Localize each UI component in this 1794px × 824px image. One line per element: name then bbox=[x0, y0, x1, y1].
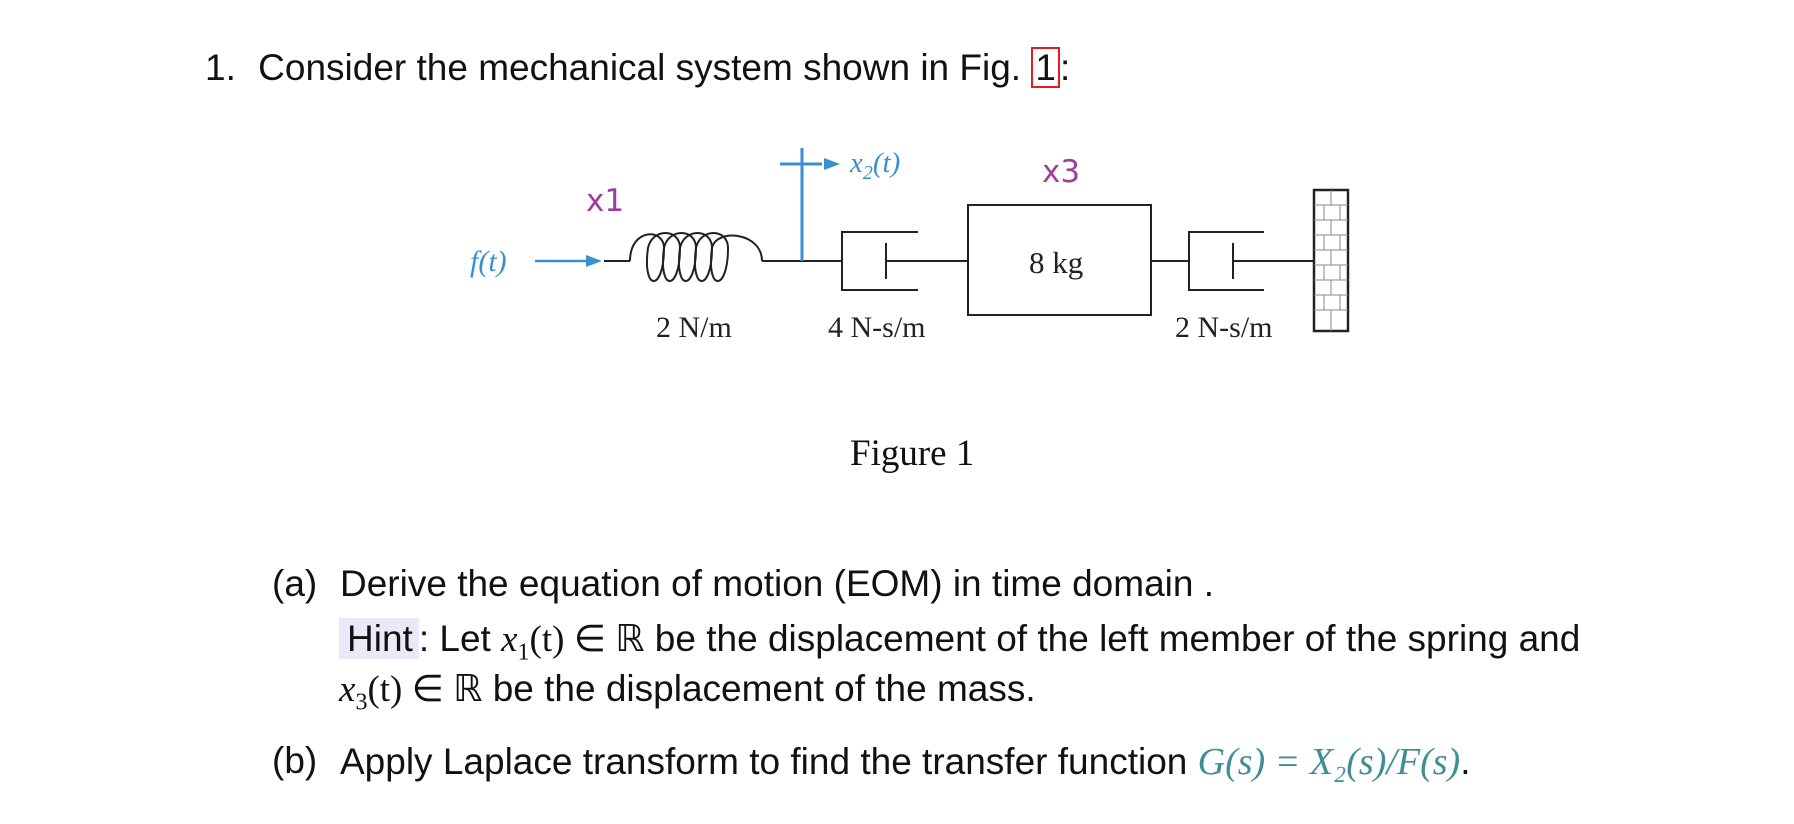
hint-middle-text: be the displacement of the left member o… bbox=[644, 618, 1581, 659]
damper1-coefficient-label: 4 N-s/m bbox=[828, 311, 926, 344]
spring-coils bbox=[629, 232, 763, 282]
question-line: 1. Consider the mechanical system shown … bbox=[205, 47, 1070, 89]
wall bbox=[1312, 188, 1350, 333]
hint-end-text: be the displacement of the mass. bbox=[482, 668, 1036, 709]
part-b-label: (b) bbox=[272, 740, 318, 781]
figure-reference-link[interactable]: 1 bbox=[1031, 47, 1060, 88]
question-text: Consider the mechanical system shown in … bbox=[258, 47, 1022, 88]
damper2-cylinder bbox=[1188, 231, 1264, 291]
part-a-text: Derive the equation of motion (EOM) in t… bbox=[340, 563, 1214, 604]
damper1-cylinder bbox=[841, 231, 918, 291]
damper2-coefficient-label: 2 N-s/m bbox=[1175, 311, 1273, 344]
x1-label: x1 bbox=[586, 183, 624, 219]
spring-constant-label: 2 N/m bbox=[656, 311, 732, 344]
figure-caption: Figure 1 bbox=[850, 433, 975, 474]
hint-keyword: Hint bbox=[339, 618, 419, 659]
part-a-label: (a) bbox=[272, 563, 318, 604]
force-label: f(t) bbox=[470, 245, 507, 278]
x3-variable: x3(t) bbox=[339, 669, 403, 716]
part-b-line: Apply Laplace transform to find the tran… bbox=[340, 740, 1471, 784]
hint-let: : Let bbox=[418, 618, 502, 659]
hint-line-1: Hint: Let x1(t) ∈ ℝ be the displacement … bbox=[339, 617, 1580, 666]
x2-arrowhead bbox=[824, 158, 840, 170]
question-number: 1. bbox=[205, 47, 236, 88]
mass-label: 8 kg bbox=[1029, 245, 1083, 280]
hint-line-2: x3(t) ∈ ℝ be the displacement of the mas… bbox=[339, 667, 1036, 716]
mechanical-system-diagram: f(t) x1 x2(t) x3 8 kg 2 N/m 4 N-s/m 2 N-… bbox=[470, 147, 1350, 344]
mass-block bbox=[967, 204, 1152, 316]
x1-variable: x1(t) bbox=[501, 619, 565, 666]
transfer-function: G(s) = X₂(s)/F(s) bbox=[1197, 741, 1461, 783]
x2-label: x2(t) bbox=[849, 147, 900, 184]
part-b-period: . bbox=[1460, 741, 1471, 782]
force-arrowhead bbox=[586, 255, 602, 267]
x3-label: x3 bbox=[1042, 154, 1080, 190]
in-reals-symbol: ∈ ℝ bbox=[564, 619, 645, 660]
part-b-text: Apply Laplace transform to find the tran… bbox=[340, 741, 1198, 782]
question-colon: : bbox=[1059, 47, 1071, 88]
in-reals-symbol-2: ∈ ℝ bbox=[402, 669, 483, 710]
